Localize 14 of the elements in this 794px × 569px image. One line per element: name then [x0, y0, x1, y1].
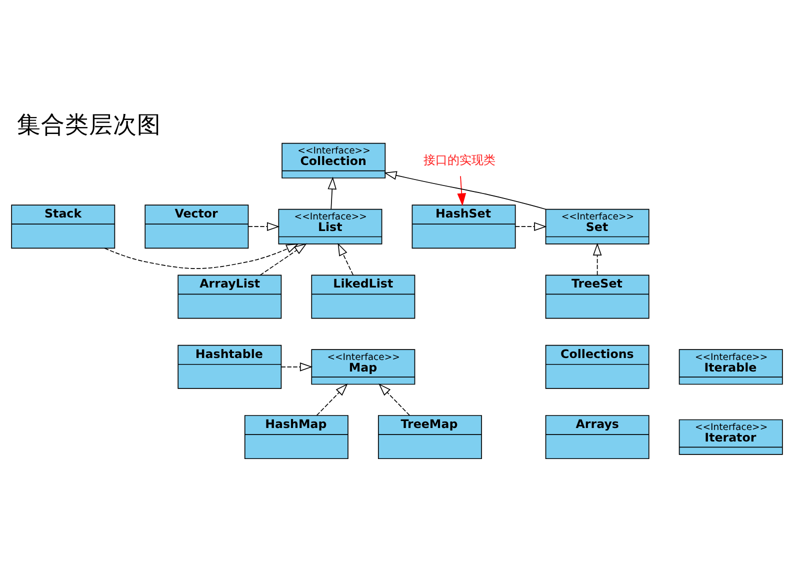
arrow: [104, 244, 299, 269]
arrow: [592, 242, 602, 276]
arrow: [378, 384, 410, 416]
arrow: [384, 171, 546, 210]
arrow: [457, 176, 466, 206]
arrow: [248, 222, 280, 232]
node-text: 接口的实现类: [424, 152, 496, 167]
arrow: [260, 243, 307, 276]
arrow: [338, 242, 354, 276]
arrow: [328, 176, 337, 210]
diagram-title: 集合类层次图: [16, 110, 161, 139]
arrow: [316, 384, 348, 416]
arrow: [280, 362, 313, 372]
arrow: [515, 222, 547, 232]
